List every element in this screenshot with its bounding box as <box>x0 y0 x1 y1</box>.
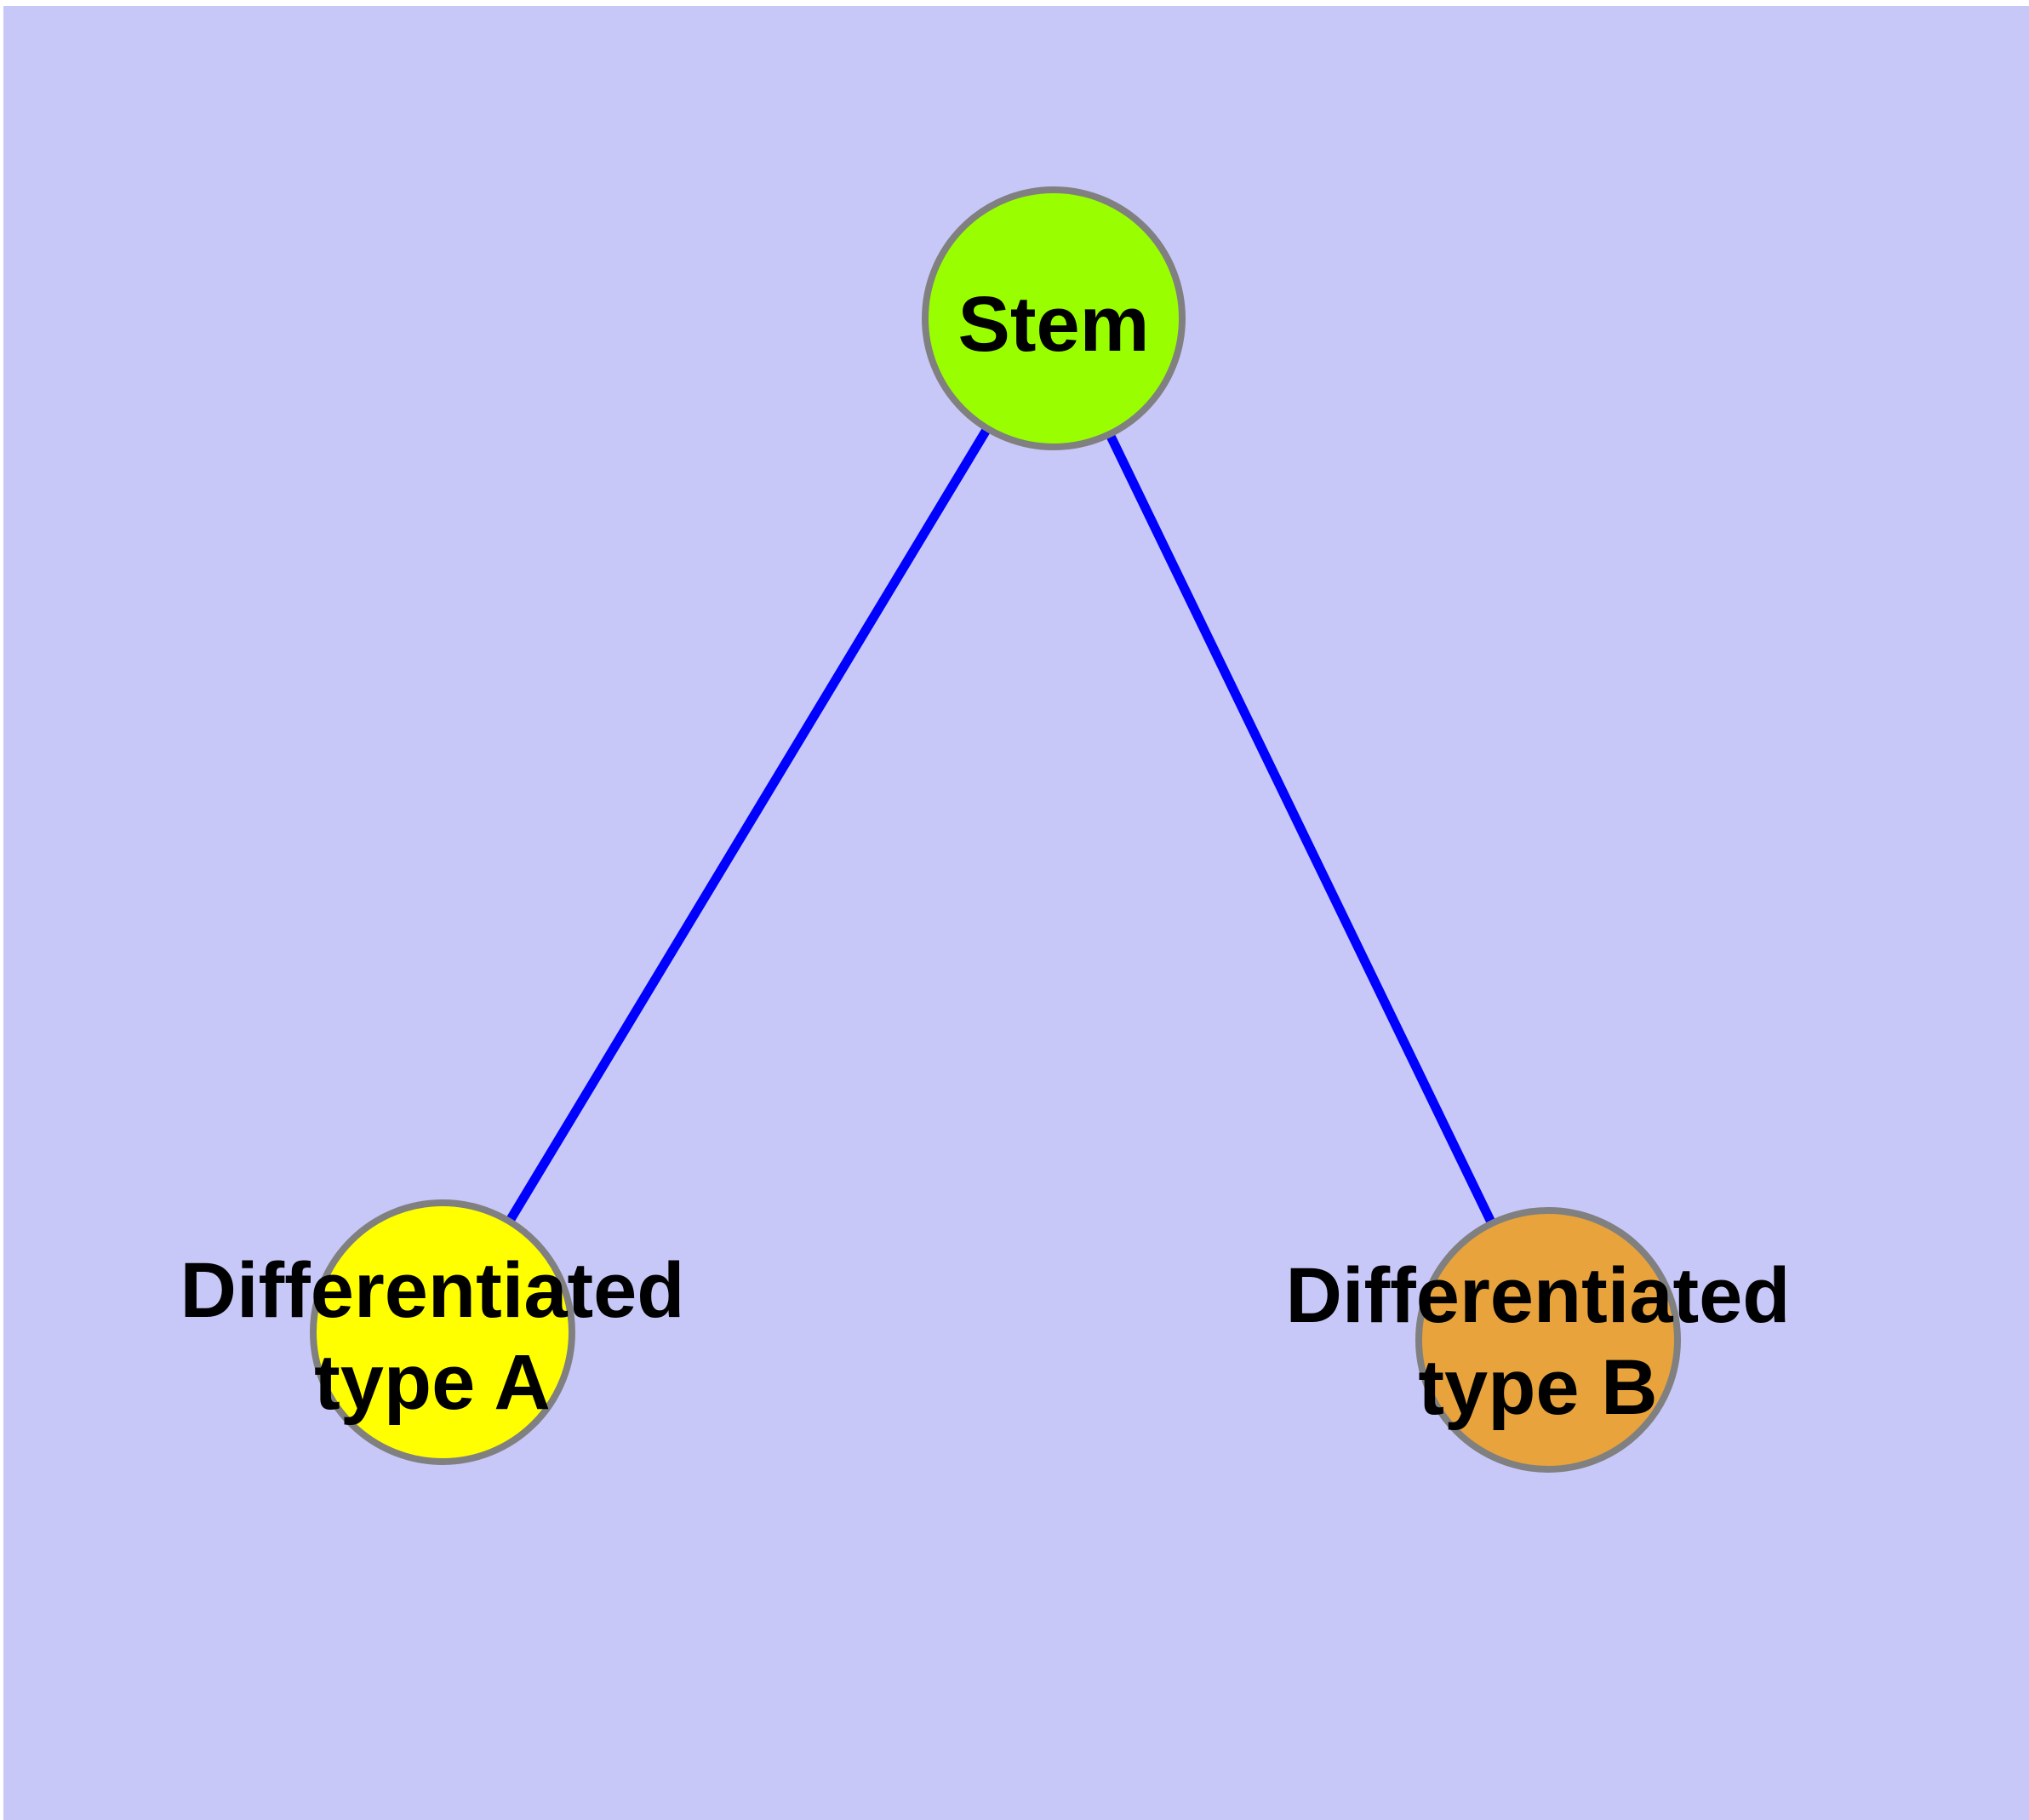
node-stem-label: Stem <box>958 281 1150 368</box>
node-differentiated-type-b[interactable] <box>1415 1207 1681 1473</box>
edge-stem-to-type-b <box>1049 316 1552 1342</box>
node-type-a-label-line-2: type A <box>314 1339 551 1426</box>
node-stem[interactable] <box>922 186 1186 450</box>
node-type-b-label-line-2: type B <box>1418 1344 1657 1431</box>
node-differentiated-type-a[interactable] <box>310 1199 575 1465</box>
node-type-b-label-line-1: Differentiated <box>1286 1252 1791 1339</box>
edge-stem-to-type-a <box>438 316 1058 1335</box>
node-type-a-label-line-1: Differentiated <box>180 1247 685 1334</box>
